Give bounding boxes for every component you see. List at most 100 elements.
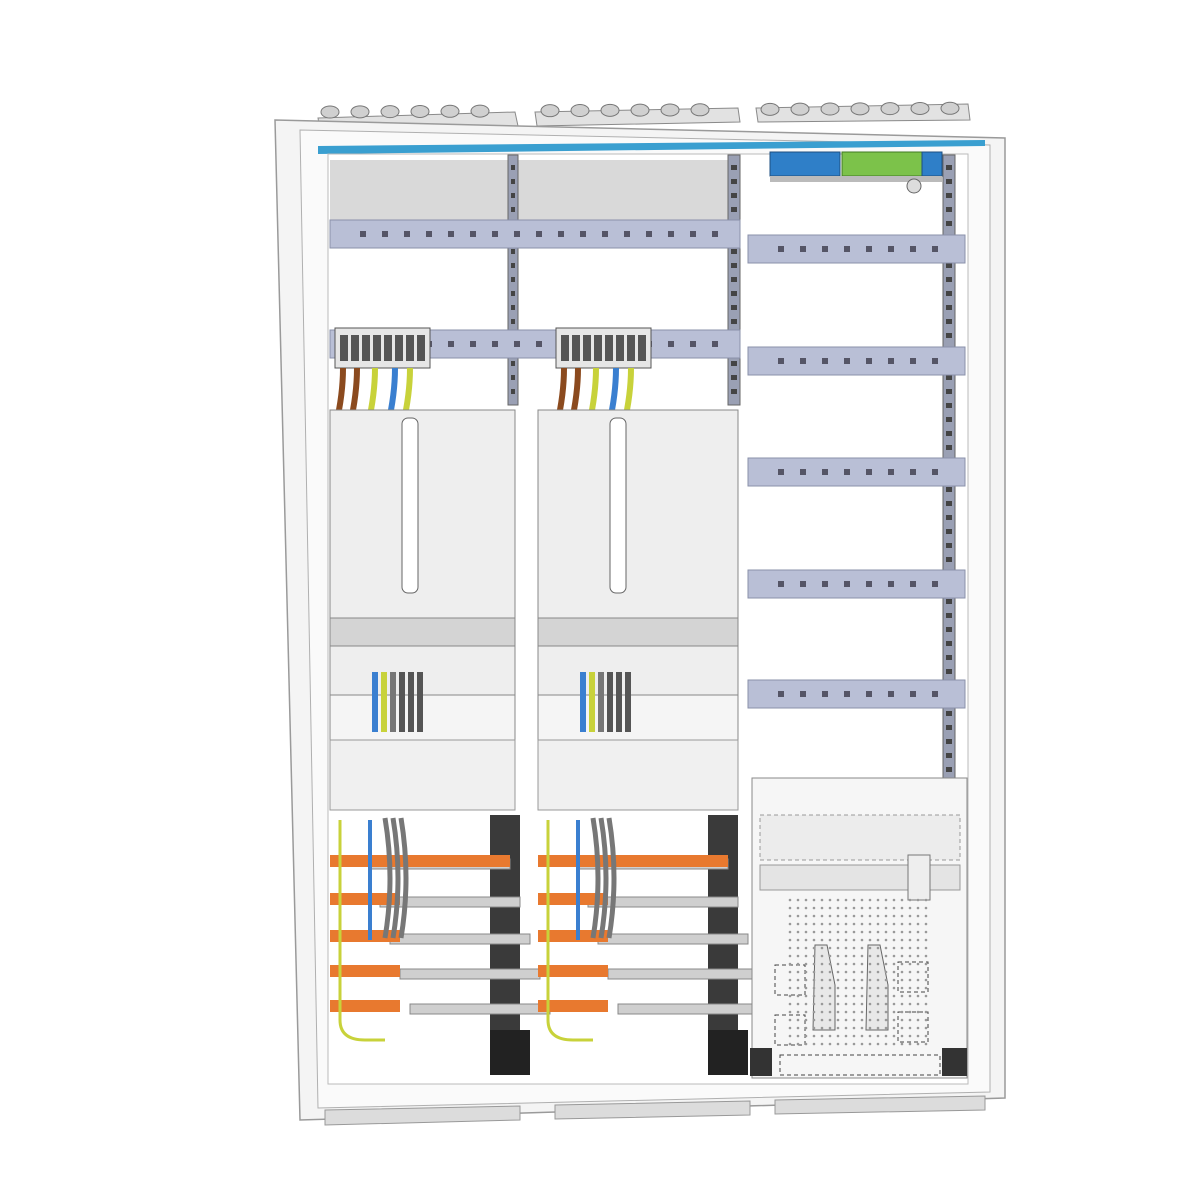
perforation-hole <box>804 930 808 934</box>
perforation-hole <box>924 1026 928 1030</box>
meter-wire <box>408 672 414 732</box>
perforation-hole <box>844 1042 848 1046</box>
din-rails <box>329 219 966 709</box>
perforation-hole <box>868 970 872 974</box>
perforation-hole <box>908 938 912 942</box>
rail-hole <box>822 691 828 697</box>
perforation-hole <box>860 994 864 998</box>
din-rail <box>747 679 966 709</box>
rail-slot <box>946 403 952 408</box>
perforation-hole <box>852 1026 856 1030</box>
rail-slot <box>946 711 952 716</box>
perforation-hole <box>916 922 920 926</box>
perforation-hole <box>836 898 840 902</box>
wire <box>609 367 619 411</box>
rail-slot <box>946 193 952 198</box>
perforation-hole <box>924 906 928 910</box>
perforation-hole <box>908 962 912 966</box>
perforation-hole <box>860 906 864 910</box>
rail-hole <box>800 358 806 364</box>
meter-wire <box>616 672 622 732</box>
busbar-clamp <box>708 1030 748 1075</box>
perforation-hole <box>836 954 840 958</box>
wire <box>589 367 599 411</box>
perforation-hole <box>804 954 808 958</box>
rail-slot <box>946 445 952 450</box>
perforation-pattern <box>788 898 928 1046</box>
din-rail <box>747 569 966 599</box>
perforation-hole <box>796 1042 800 1046</box>
rail-slot <box>946 515 952 520</box>
apz-panel <box>750 777 968 1079</box>
perforation-hole <box>820 978 824 982</box>
perforation-hole <box>836 906 840 910</box>
perforation-hole <box>852 986 856 990</box>
rail-slot <box>731 361 737 366</box>
perforation-hole <box>836 914 840 918</box>
meter-wire <box>381 672 387 732</box>
rail-hole <box>844 246 850 252</box>
rail-slot <box>946 543 952 548</box>
perforation-hole <box>804 898 808 902</box>
wire <box>336 367 346 411</box>
perforation-hole <box>884 898 888 902</box>
perforation-hole <box>828 994 832 998</box>
perforation-hole <box>884 954 888 958</box>
perforation-hole <box>828 1002 832 1006</box>
perforation-hole <box>876 986 880 990</box>
rail-slot <box>511 375 515 380</box>
perforation-hole <box>860 1026 864 1030</box>
perforation-hole <box>876 1034 880 1038</box>
din-rail <box>747 457 966 487</box>
perforation-hole <box>916 970 920 974</box>
rail-hole <box>778 469 784 475</box>
phase-wire <box>398 817 409 939</box>
perforation-hole <box>900 986 904 990</box>
perforation-hole <box>860 1034 864 1038</box>
terminal-screw <box>594 335 602 361</box>
perforation-hole <box>836 1010 840 1014</box>
perforation-hole <box>812 954 816 958</box>
busbar <box>330 855 510 867</box>
perforation-hole <box>884 1034 888 1038</box>
rail-slot <box>946 655 952 660</box>
perforation-hole <box>820 906 824 910</box>
perforation-hole <box>868 906 872 910</box>
perforation-hole <box>900 922 904 926</box>
perforation-hole <box>916 1026 920 1030</box>
perforation-hole <box>852 938 856 942</box>
perforation-hole <box>828 986 832 990</box>
perforation-hole <box>908 978 912 982</box>
perforation-hole <box>812 970 816 974</box>
perforation-hole <box>836 1034 840 1038</box>
rail-slot <box>946 291 952 296</box>
wire <box>350 367 360 411</box>
perforation-hole <box>884 914 888 918</box>
rail-slot <box>946 277 952 282</box>
perforation-hole <box>836 962 840 966</box>
rail-hole <box>426 231 432 237</box>
rail-hole <box>910 246 916 252</box>
perforation-hole <box>788 1002 792 1006</box>
perforation-hole <box>900 1002 904 1006</box>
perforation-hole <box>900 1042 904 1046</box>
phase-wire <box>606 817 617 939</box>
perforation-hole <box>924 1018 928 1022</box>
perforation-hole <box>916 946 920 950</box>
rail-hole <box>888 358 894 364</box>
perforation-hole <box>820 954 824 958</box>
perforation-hole <box>916 954 920 958</box>
rail-hole <box>910 691 916 697</box>
perforation-hole <box>852 970 856 974</box>
rail-hole <box>866 469 872 475</box>
bottom-cable-glands <box>324 1095 986 1126</box>
rail-hole <box>822 581 828 587</box>
rail-hole <box>690 231 696 237</box>
perforation-hole <box>868 914 872 918</box>
rail-slot <box>946 221 952 226</box>
perforation-hole <box>892 1034 896 1038</box>
busbar <box>330 930 400 942</box>
perforation-hole <box>876 1002 880 1006</box>
meter-slot <box>401 417 419 594</box>
perforation-hole <box>892 954 896 958</box>
